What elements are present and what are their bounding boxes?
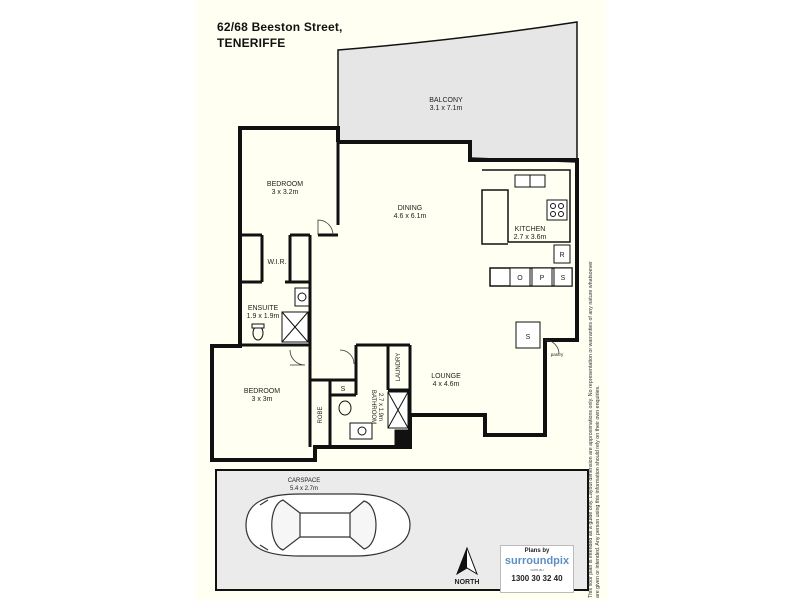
bathroom-size: 2.7 x 1.9m bbox=[377, 393, 383, 421]
car-space-size: 5.4 x 2.7m bbox=[290, 486, 318, 492]
disclaimer-text: This floor plan is intended as a guide o… bbox=[588, 261, 601, 598]
logo-phone: 1300 30 32 40 bbox=[511, 574, 563, 583]
bathroom-label: BATHROOM bbox=[370, 390, 376, 424]
room-labels: BALCONY 3.1 x 7.1m BEDROOM 3 x 3.2m DINI… bbox=[244, 97, 564, 492]
address-line-2: TENERIFFE bbox=[217, 36, 286, 50]
lounge-label: LOUNGE bbox=[431, 373, 461, 380]
fixture-o: O bbox=[517, 275, 523, 282]
logo-plans-by: Plans by bbox=[524, 548, 550, 554]
kitchen-label: KITCHEN bbox=[515, 226, 546, 233]
kitchen-size: 2.7 x 3.6m bbox=[514, 234, 547, 241]
north-label: NORTH bbox=[455, 579, 480, 586]
logo-brand: surroundpix bbox=[504, 555, 570, 567]
dining-label: DINING bbox=[398, 205, 423, 212]
exterior-walls bbox=[210, 126, 579, 462]
address-line-1: 62/68 Beeston Street, bbox=[217, 20, 343, 34]
bedroom-2-size: 3 x 3m bbox=[251, 396, 272, 403]
pantry-label: pantry bbox=[551, 352, 564, 357]
ensuite-label: ENSUITE bbox=[248, 305, 279, 312]
logo-domain: com.au bbox=[530, 567, 544, 572]
ensuite-fixtures bbox=[251, 287, 310, 343]
bedroom-2-label: BEDROOM bbox=[244, 388, 280, 395]
dining-size: 4.6 x 6.1m bbox=[394, 213, 427, 220]
balcony-label: BALCONY bbox=[429, 97, 463, 104]
bedroom-1-label: BEDROOM bbox=[267, 181, 303, 188]
fixture-s-lounge: S bbox=[526, 334, 531, 341]
north-arrow-icon bbox=[456, 546, 478, 576]
car-space-label: CARSPACE bbox=[288, 478, 321, 484]
surroundpix-logo: Plans by surroundpix com.au 1300 30 32 4… bbox=[500, 545, 574, 593]
fixture-p: P bbox=[540, 275, 545, 282]
bedroom-1-size: 3 x 3.2m bbox=[272, 189, 299, 196]
balcony-size: 3.1 x 7.1m bbox=[430, 105, 463, 112]
wir-label: W.I.R. bbox=[267, 259, 286, 266]
ensuite-size: 1.9 x 1.9m bbox=[247, 313, 280, 320]
interior-walls bbox=[212, 142, 412, 447]
kitchen-fixtures bbox=[481, 169, 573, 349]
car-icon bbox=[245, 493, 411, 557]
lounge-size: 4 x 4.6m bbox=[433, 381, 460, 388]
door-swings bbox=[289, 219, 560, 366]
fixture-labels: R O P S S S bbox=[341, 252, 566, 393]
fixture-s-kitchen: S bbox=[561, 275, 566, 282]
fixture-r: R bbox=[559, 252, 564, 259]
bathroom-fixtures bbox=[338, 391, 410, 446]
fixture-s-bathroom: S bbox=[341, 386, 346, 393]
laundry-label: LAUNDRY bbox=[396, 353, 402, 382]
robe-label: ROBE bbox=[318, 406, 324, 423]
